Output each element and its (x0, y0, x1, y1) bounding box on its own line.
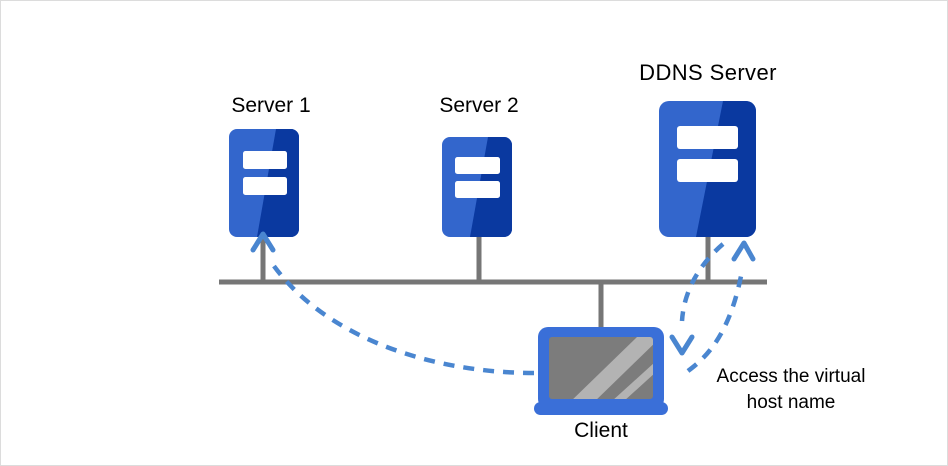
server-1-icon[interactable] (229, 129, 299, 237)
flow-client-to-server-1-arrowhead (250, 231, 276, 253)
flow-ddns-up (686, 240, 756, 373)
ddns-server-bar-top (677, 126, 738, 149)
server-1-label: Server 1 (231, 94, 311, 117)
flow-ddns-down-path (679, 242, 725, 322)
flow-ddns-down-arrowhead (669, 334, 695, 356)
flow-ddns-up-path (686, 275, 744, 373)
access-virtual-host-annotation: Access the virtual host name (716, 366, 866, 413)
flow-ddns-up-arrowhead (731, 240, 756, 262)
client-laptop-icon[interactable] (534, 327, 677, 415)
server-1-bar-top (243, 151, 287, 169)
flow-client-to-server-1-path (267, 257, 535, 376)
ddns-server-bar-bottom (677, 159, 738, 182)
server-2-icon[interactable] (442, 137, 512, 237)
laptop-base (534, 402, 668, 415)
server-2-label: Server 2 (439, 94, 519, 117)
flow-client-to-server-1 (250, 231, 535, 376)
laptop-screen-glare (567, 337, 653, 399)
client-label: Client (574, 419, 628, 442)
server-2-bar-bottom (455, 181, 500, 198)
server-2-bar-top (455, 157, 500, 174)
ddns-server-icon[interactable] (659, 101, 756, 237)
server-1-bar-bottom (243, 177, 287, 195)
flow-ddns-down (669, 242, 725, 356)
ddns-server-label: DDNS Server (639, 60, 777, 85)
